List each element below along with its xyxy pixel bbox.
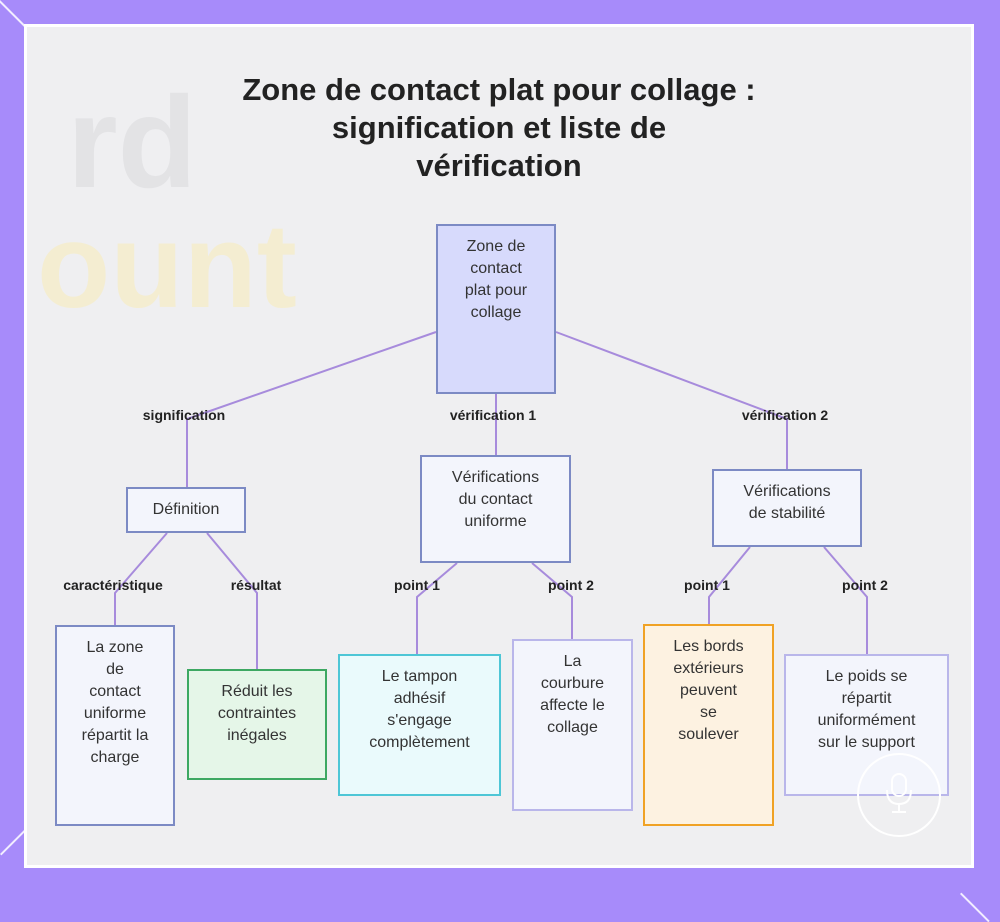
node-root: Zone de contact plat pour collage [436, 224, 556, 394]
node-text: plat pour [465, 280, 527, 302]
node-bords: Les bords extérieurs peuvent se soulever [643, 624, 774, 826]
edge-definition-resultat [207, 533, 257, 669]
node-text: contraintes [218, 703, 296, 725]
node-stabilite: Vérifications de stabilité [712, 469, 862, 547]
node-text: uniforme [452, 511, 539, 533]
edge-uniforme-point2 [532, 563, 572, 639]
node-text: soulever [673, 724, 743, 746]
node-text: affecte le [540, 695, 605, 717]
edge-label: caractéristique [63, 577, 163, 593]
node-text: uniformément [818, 710, 916, 732]
node-text: du contact [452, 489, 539, 511]
node-text: Définition [153, 499, 220, 521]
node-text: collage [540, 717, 605, 739]
node-text: répartit la [82, 725, 149, 747]
node-text: La [540, 651, 605, 673]
edge-label: point 1 [394, 577, 440, 593]
microphone-icon [879, 770, 919, 820]
edge-label: résultat [231, 577, 282, 593]
diagram-panel: rd ount Zone de contact plat pour collag… [24, 24, 974, 868]
node-text: Vérifications [743, 481, 830, 503]
node-text: Les bords [673, 636, 743, 658]
node-text: inégales [218, 725, 296, 747]
node-charge: La zone de contact uniforme répartit la … [55, 625, 175, 826]
edge-label: signification [143, 407, 225, 423]
edge-label: point 2 [548, 577, 594, 593]
node-text: complètement [369, 732, 470, 754]
node-text: Réduit les [218, 681, 296, 703]
node-text: de [82, 659, 149, 681]
node-courbure: La courbure affecte le collage [512, 639, 633, 811]
node-text: uniforme [82, 703, 149, 725]
node-text: Zone de [465, 236, 527, 258]
node-text: courbure [540, 673, 605, 695]
node-text: se [673, 702, 743, 724]
node-text: Le tampon [369, 666, 470, 688]
node-contraintes: Réduit les contraintes inégales [187, 669, 327, 780]
node-text: charge [82, 747, 149, 769]
node-text: collage [465, 302, 527, 324]
node-text: répartit [818, 688, 916, 710]
microphone-badge-icon [857, 753, 941, 837]
node-text: extérieurs [673, 658, 743, 680]
decor-line [960, 893, 990, 922]
node-uniforme: Vérifications du contact uniforme [420, 455, 571, 563]
node-text: adhésif [369, 688, 470, 710]
edge-label: vérification 1 [450, 407, 536, 423]
edge-root-verification2 [556, 332, 787, 469]
node-text: sur le support [818, 732, 916, 754]
edge-label: point 2 [842, 577, 888, 593]
node-text: Le poids se [818, 666, 916, 688]
node-text: s'engage [369, 710, 470, 732]
edge-label: point 1 [684, 577, 730, 593]
node-text: La zone [82, 637, 149, 659]
edge-stabilite-point2 [824, 547, 867, 654]
node-text: peuvent [673, 680, 743, 702]
node-text: de stabilité [743, 503, 830, 525]
node-text: contact [465, 258, 527, 280]
node-tampon: Le tampon adhésif s'engage complètement [338, 654, 501, 796]
node-definition: Définition [126, 487, 246, 533]
node-text: contact [82, 681, 149, 703]
node-text: Vérifications [452, 467, 539, 489]
edge-label: vérification 2 [742, 407, 828, 423]
